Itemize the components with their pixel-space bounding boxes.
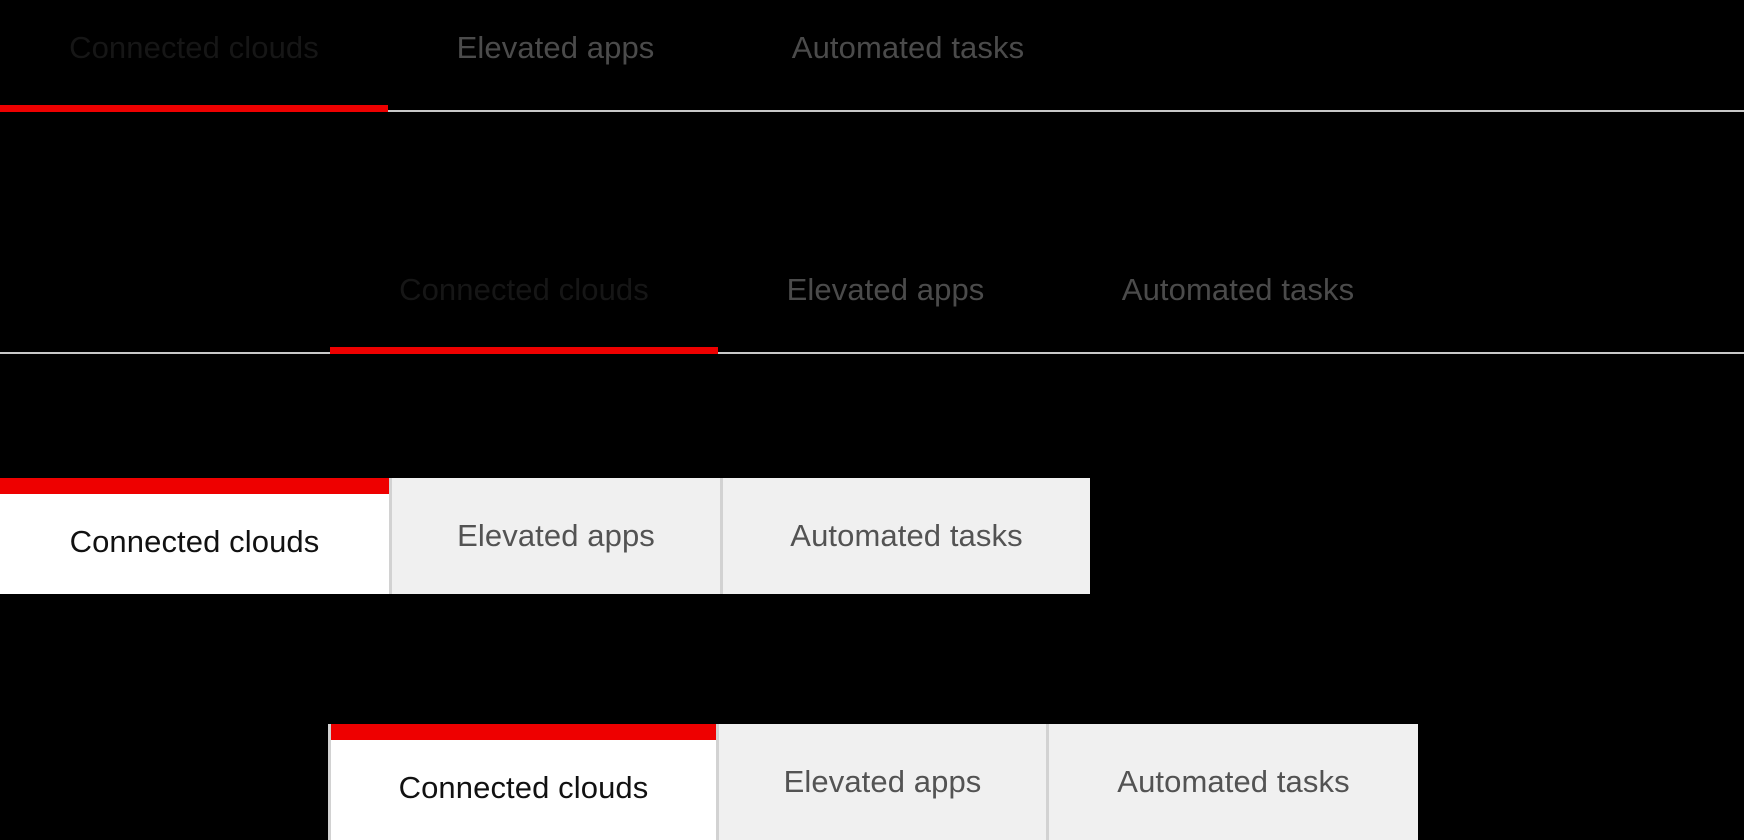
tab-connected-clouds[interactable]: Connected clouds — [0, 0, 388, 112]
tab-label-elevated-apps: Elevated apps — [457, 518, 655, 553]
tab-automated-tasks[interactable]: Automated tasks — [1053, 242, 1423, 354]
tablist-baseline-rule — [0, 110, 1744, 112]
tab-label-automated-tasks: Automated tasks — [1121, 271, 1355, 307]
tab-label-automated-tasks: Automated tasks — [791, 29, 1025, 65]
tab-label-connected-clouds: Connected clouds — [69, 29, 319, 65]
tab-connected-clouds[interactable]: Connected clouds — [328, 724, 716, 840]
tab-automated-tasks[interactable]: Automated tasks — [723, 0, 1093, 112]
tab-connected-clouds[interactable]: Connected clouds — [330, 242, 718, 354]
tab-label-connected-clouds: Connected clouds — [398, 770, 649, 805]
tab-label-connected-clouds: Connected clouds — [69, 524, 320, 559]
tab-label-elevated-apps: Elevated apps — [783, 764, 982, 799]
tablist-boxed-flush: Connected clouds Elevated apps Automated… — [0, 478, 1090, 594]
tab-label-automated-tasks: Automated tasks — [790, 518, 1023, 553]
tab-label-elevated-apps: Elevated apps — [786, 271, 985, 307]
tab-elevated-apps[interactable]: Elevated apps — [388, 0, 723, 112]
tablist-underline-indented: Connected clouds Elevated apps Automated… — [0, 242, 1744, 354]
tablist-underline-flush-row: Connected clouds Elevated apps Automated… — [0, 0, 1744, 112]
tab-elevated-apps[interactable]: Elevated apps — [718, 242, 1053, 354]
tab-label-elevated-apps: Elevated apps — [456, 29, 655, 65]
tab-automated-tasks[interactable]: Automated tasks — [1046, 724, 1418, 840]
tab-connected-clouds[interactable]: Connected clouds — [0, 478, 389, 594]
tab-elevated-apps[interactable]: Elevated apps — [389, 478, 720, 594]
tab-automated-tasks[interactable]: Automated tasks — [720, 478, 1090, 594]
tablist-underline-flush: Connected clouds Elevated apps Automated… — [0, 0, 1744, 112]
tablist-underline-indented-row: Connected clouds Elevated apps Automated… — [0, 242, 1744, 354]
tab-label-connected-clouds: Connected clouds — [399, 271, 649, 307]
tablist-boxed-indented: Connected clouds Elevated apps Automated… — [328, 724, 1418, 840]
tab-label-automated-tasks: Automated tasks — [1117, 764, 1350, 799]
tablist-baseline-rule — [0, 352, 1744, 354]
tab-elevated-apps[interactable]: Elevated apps — [716, 724, 1046, 840]
